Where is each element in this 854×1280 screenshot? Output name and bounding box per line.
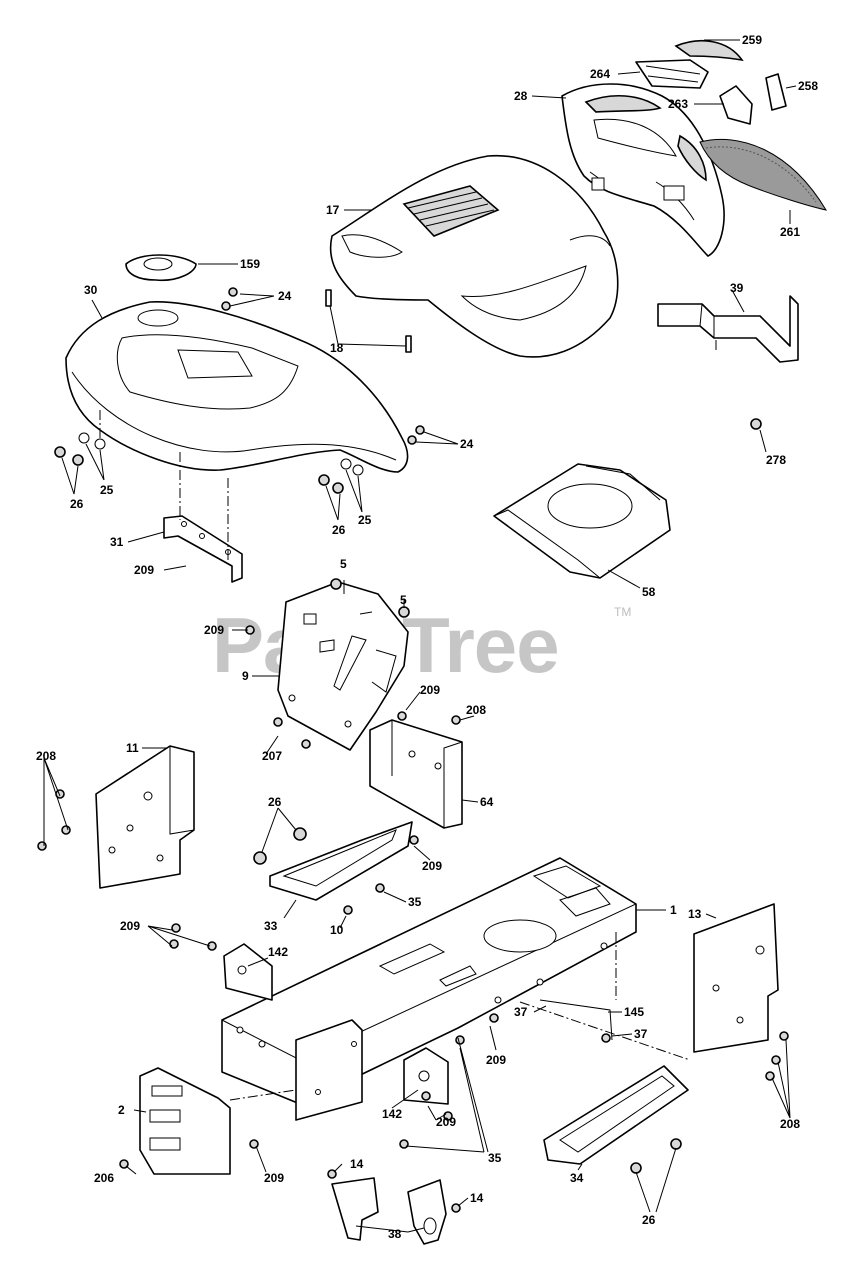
callout-1: 1 bbox=[670, 903, 677, 917]
callout-263: 263 bbox=[668, 97, 688, 111]
callout-209-d: 209 bbox=[422, 859, 442, 873]
callout-142-a: 142 bbox=[268, 945, 288, 959]
callout-58: 58 bbox=[642, 585, 656, 599]
part-39-bracket bbox=[657, 295, 799, 363]
callout-206: 206 bbox=[94, 1171, 114, 1185]
callout-39: 39 bbox=[730, 281, 744, 295]
callout-145: 145 bbox=[624, 1005, 644, 1019]
callout-261: 261 bbox=[780, 225, 800, 239]
callout-10: 10 bbox=[330, 923, 344, 937]
part-31-bracket bbox=[163, 515, 243, 583]
callout-142-b: 142 bbox=[382, 1107, 402, 1121]
callout-209-c: 209 bbox=[420, 683, 440, 697]
part-34-footrest bbox=[543, 1065, 689, 1165]
part-261-mesh-screen bbox=[699, 138, 828, 211]
callout-209-b: 209 bbox=[204, 623, 224, 637]
part-145-rod bbox=[539, 999, 613, 1041]
part-2-front-bracket bbox=[139, 1067, 231, 1175]
part-9-dash-panel bbox=[277, 581, 409, 751]
callout-2: 2 bbox=[118, 1103, 125, 1117]
callout-26-c: 26 bbox=[268, 795, 282, 809]
part-258-lens bbox=[765, 73, 787, 111]
callout-209-e: 209 bbox=[120, 919, 140, 933]
callout-35-a: 35 bbox=[408, 895, 422, 909]
part-frame-plate-left bbox=[295, 1019, 363, 1121]
callout-5-b: 5 bbox=[400, 593, 407, 607]
part-142-bracket-b bbox=[403, 1047, 449, 1105]
callout-64: 64 bbox=[480, 795, 494, 809]
callout-259: 259 bbox=[742, 33, 762, 47]
callout-33: 33 bbox=[264, 919, 278, 933]
callout-38: 38 bbox=[388, 1227, 402, 1241]
callout-17: 17 bbox=[326, 203, 340, 217]
part-18-pins bbox=[325, 289, 412, 353]
part-33-footrest bbox=[269, 821, 413, 901]
callout-26-lower: 26 bbox=[642, 1213, 656, 1227]
callout-207: 207 bbox=[262, 749, 282, 763]
callout-11: 11 bbox=[126, 741, 139, 755]
part-11-side-plate bbox=[95, 745, 195, 889]
callout-208-lower: 208 bbox=[780, 1117, 800, 1131]
part-64-pan bbox=[369, 719, 463, 829]
assembly-lines bbox=[99, 410, 691, 1101]
callout-24-mid: 24 bbox=[460, 437, 474, 451]
callout-264: 264 bbox=[590, 67, 610, 81]
part-259-lens bbox=[674, 39, 744, 62]
callout-37-a: 37 bbox=[514, 1005, 528, 1019]
callout-9: 9 bbox=[242, 669, 249, 683]
callout-25-left: 25 bbox=[100, 483, 114, 497]
callout-258: 258 bbox=[798, 79, 818, 93]
part-159-fuel-cap bbox=[125, 254, 197, 282]
part-13-side-plate bbox=[693, 903, 779, 1053]
callout-18: 18 bbox=[330, 341, 344, 355]
callout-26-mid: 26 bbox=[332, 523, 346, 537]
callout-209-a: 209 bbox=[134, 563, 154, 577]
callout-24-top: 24 bbox=[278, 289, 292, 303]
part-38-bracket-b bbox=[407, 1179, 447, 1245]
callout-5-a: 5 bbox=[340, 557, 347, 571]
callout-35-b: 35 bbox=[488, 1151, 502, 1165]
callout-31: 31 bbox=[110, 535, 124, 549]
callout-278: 278 bbox=[766, 453, 786, 467]
part-264-headlight bbox=[635, 59, 709, 89]
callout-30: 30 bbox=[84, 283, 98, 297]
callout-14-b: 14 bbox=[470, 1191, 484, 1205]
callout-25-mid: 25 bbox=[358, 513, 372, 527]
callout-208-left: 208 bbox=[36, 749, 56, 763]
callout-26-left: 26 bbox=[70, 497, 84, 511]
callout-28: 28 bbox=[514, 89, 528, 103]
callout-209-h: 209 bbox=[264, 1171, 284, 1185]
callout-37-b: 37 bbox=[634, 1027, 648, 1041]
callout-208-right: 208 bbox=[466, 703, 486, 717]
part-17-hood bbox=[329, 154, 619, 358]
callout-13: 13 bbox=[688, 907, 702, 921]
callout-labels: 259 264 258 28 263 17 261 159 30 24 18 3… bbox=[36, 33, 818, 1241]
part-142-bracket-a bbox=[223, 943, 273, 1001]
callout-34: 34 bbox=[570, 1171, 584, 1185]
part-263-bulb bbox=[719, 85, 753, 125]
callout-159: 159 bbox=[240, 257, 260, 271]
part-58-deck-plate bbox=[493, 463, 671, 579]
callout-209-f: 209 bbox=[486, 1053, 506, 1067]
leader-lines bbox=[43, 39, 797, 1233]
callout-209-g: 209 bbox=[436, 1115, 456, 1129]
callout-14-a: 14 bbox=[350, 1157, 364, 1171]
part-38-bracket-a bbox=[331, 1177, 379, 1241]
part-30-fender bbox=[65, 301, 409, 473]
part-28-grille-housing bbox=[561, 83, 725, 257]
watermark-tm: TM bbox=[614, 605, 631, 619]
